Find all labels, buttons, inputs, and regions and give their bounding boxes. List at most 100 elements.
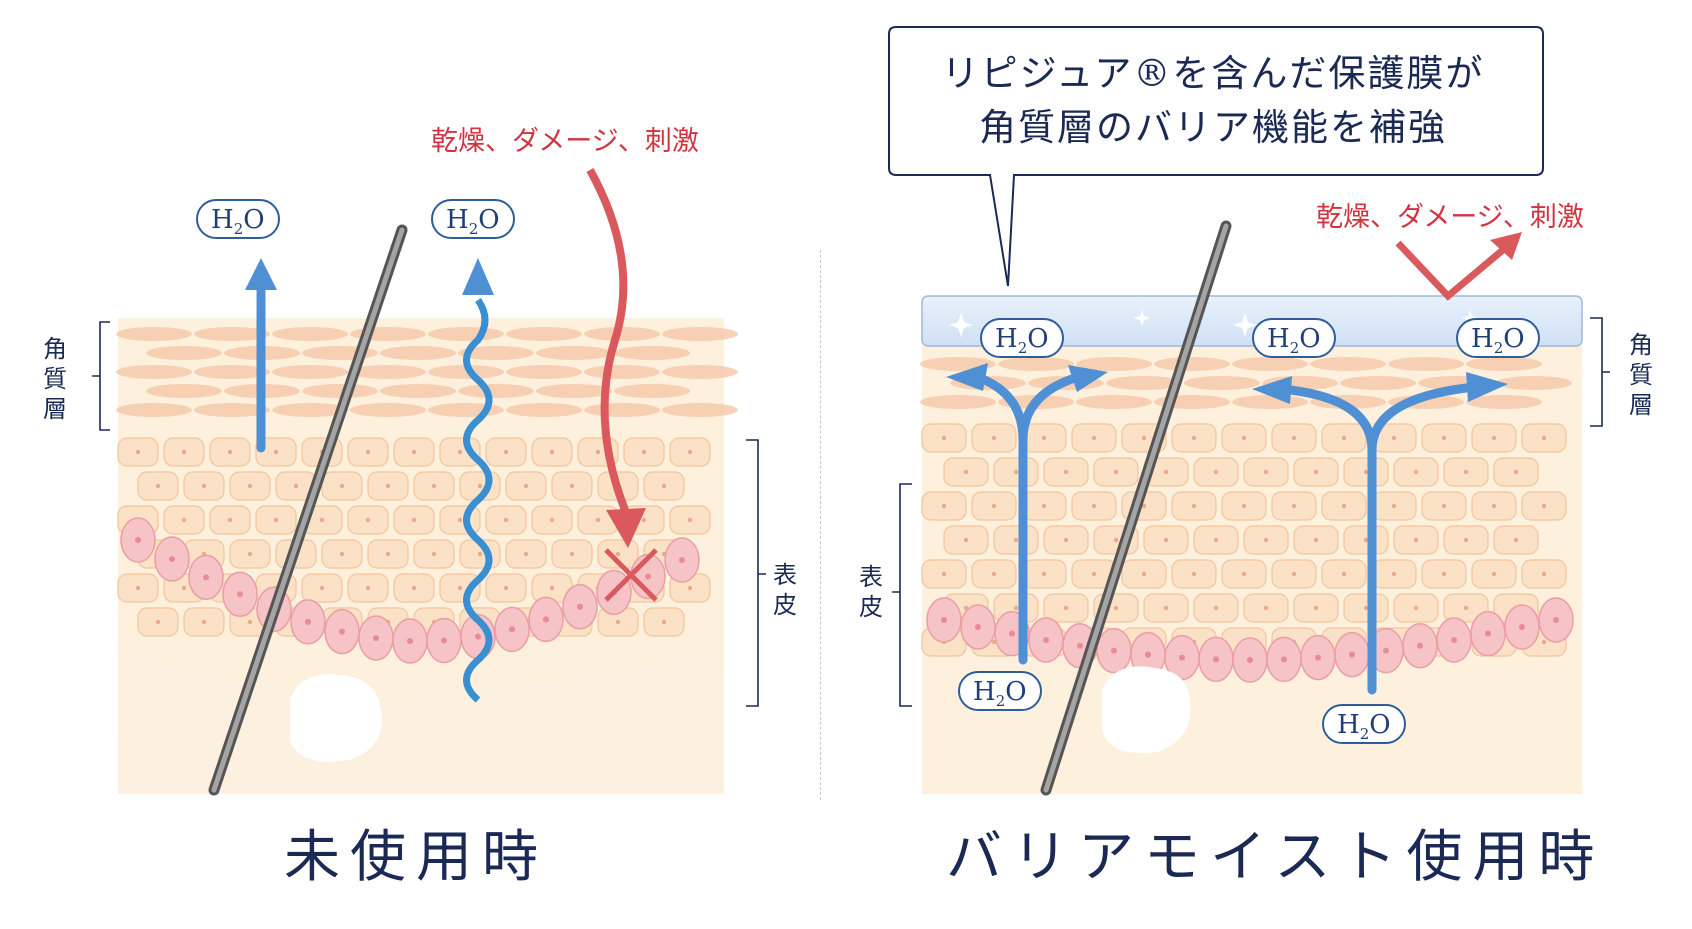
cell-nucleus (941, 435, 947, 441)
cell-nucleus (1191, 435, 1197, 441)
left-stimulus-label: 乾燥、ダメージ、刺激 (431, 126, 699, 157)
corneum-flake (1106, 376, 1182, 390)
left-epidermis-bracket (746, 439, 766, 707)
corneum-flake (302, 384, 378, 398)
cell-nucleus (457, 585, 463, 591)
corneum-flake (272, 327, 348, 341)
cell-nucleus (1313, 605, 1319, 611)
cell-nucleus (1241, 503, 1247, 509)
cell-nucleus (1341, 571, 1347, 577)
basal-nucleus (941, 617, 947, 623)
cell-nucleus (523, 551, 529, 557)
cell-nucleus (155, 619, 161, 625)
corneum-flake (116, 365, 192, 379)
right-corneum-label: 角質層 (1629, 331, 1653, 419)
corneum-flake (116, 403, 192, 417)
cell-nucleus (1363, 605, 1369, 611)
cell-nucleus (1063, 605, 1069, 611)
basal-nucleus (1009, 630, 1015, 637)
cell-nucleus (661, 483, 667, 489)
corneum-flake (920, 395, 996, 409)
corneum-flake (116, 327, 192, 341)
left-h2o-arrow-wavy (463, 297, 493, 703)
cell-nucleus (1541, 571, 1547, 577)
cell-nucleus (569, 551, 575, 557)
cell-nucleus (201, 619, 207, 625)
cell-nucleus (1263, 605, 1269, 611)
corneum-flake (458, 384, 534, 398)
basal-nucleus (339, 628, 345, 635)
corneum-flake (1076, 395, 1152, 409)
corneum-flake (1154, 357, 1230, 371)
cell-nucleus (1441, 571, 1447, 577)
cell-nucleus (247, 551, 253, 557)
left-damage-x-mark (604, 548, 658, 602)
corneum-flake (350, 403, 426, 417)
cell-nucleus (1413, 537, 1419, 543)
basal-nucleus (237, 591, 243, 598)
corneum-flake (428, 365, 504, 379)
cell-nucleus (339, 551, 345, 557)
cell-nucleus (1441, 435, 1447, 441)
cell-nucleus (181, 517, 187, 523)
basal-nucleus (1281, 656, 1287, 663)
corneum-flake (584, 365, 660, 379)
cell-nucleus (1213, 469, 1219, 475)
cell-nucleus (247, 619, 253, 625)
cell-nucleus (1091, 571, 1097, 577)
corneum-flake (998, 357, 1074, 371)
cell-nucleus (273, 449, 279, 455)
basal-nucleus (975, 623, 981, 630)
protective-film (921, 295, 1583, 347)
corneum-flake (506, 365, 582, 379)
basal-nucleus (679, 557, 685, 563)
cell-nucleus (385, 483, 391, 489)
right-caption: バリアモイスト使用時 (946, 825, 1605, 890)
basal-nucleus (373, 635, 379, 642)
cell-nucleus (135, 449, 141, 455)
cell-nucleus (1263, 537, 1269, 543)
cell-nucleus (1191, 571, 1197, 577)
cell-nucleus (1063, 469, 1069, 475)
corneum-flake (1496, 376, 1572, 390)
cell-nucleus (1091, 435, 1097, 441)
corneum-flake (1076, 357, 1152, 371)
basal-nucleus (1383, 647, 1389, 654)
right-h2o-arrow-left (975, 373, 1080, 665)
cell-nucleus (457, 517, 463, 523)
basal-nucleus (1349, 651, 1355, 658)
cell-nucleus (1241, 435, 1247, 441)
corneum-flake (506, 403, 582, 417)
cell-nucleus (365, 585, 371, 591)
cell-nucleus (1213, 605, 1219, 611)
cell-nucleus (457, 449, 463, 455)
corneum-flake (1310, 357, 1386, 371)
basal-nucleus (1451, 637, 1457, 643)
callout-line-1: リピジュア®を含んだ保護膜が (941, 52, 1485, 95)
brackets (92, 317, 1610, 707)
cell-nucleus (963, 469, 969, 475)
corneum-flake (1232, 395, 1308, 409)
corneum-flake (194, 403, 270, 417)
left-h2o-badge-2: H2O (431, 199, 515, 239)
cell-nucleus (1113, 605, 1119, 611)
cell-nucleus (1141, 571, 1147, 577)
cell-nucleus (1391, 571, 1397, 577)
basal-nucleus (543, 616, 549, 623)
basal-nucleus (475, 633, 481, 640)
cell-nucleus (1341, 503, 1347, 509)
cell-nucleus (1291, 571, 1297, 577)
right-h2o-badge-2: H2O (1252, 318, 1336, 358)
right-h2o-arrow-right (1285, 383, 1471, 695)
right-h2o-badge-3: H2O (1456, 318, 1540, 358)
cell-nucleus (503, 449, 509, 455)
cell-nucleus (319, 517, 325, 523)
corneum-flake (614, 384, 690, 398)
corneum-flake (1466, 357, 1542, 371)
corneum-flake (662, 327, 738, 341)
cell-nucleus (1463, 469, 1469, 475)
cell-nucleus (941, 503, 947, 509)
corneum-flake (194, 365, 270, 379)
corneum-flake (536, 384, 612, 398)
